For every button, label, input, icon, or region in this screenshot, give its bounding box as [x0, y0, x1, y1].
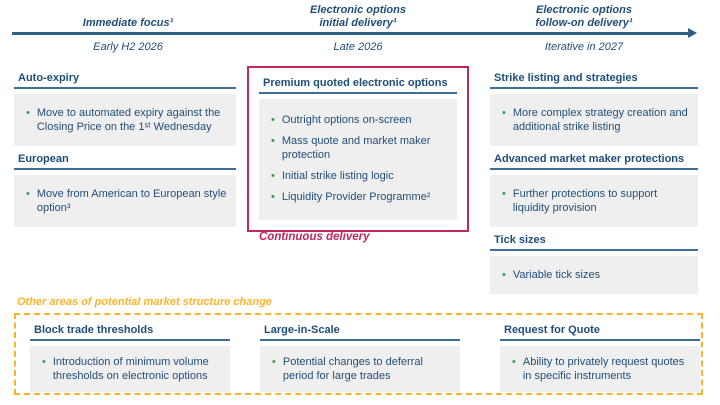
bullet-dot-icon: •: [26, 188, 30, 200]
section-request-for-quote: Request for Quote • Ability to privately…: [500, 324, 700, 392]
section-body: • Introduction of minimum volume thresho…: [30, 346, 230, 392]
column-immediate-focus: Auto-expiry • Move to automated expiry a…: [14, 72, 236, 234]
bullet-dot-icon: •: [271, 114, 275, 126]
bullet-dot-icon: •: [42, 356, 46, 368]
bullet-item: • Move from American to European style o…: [20, 187, 228, 215]
phase-date-early-h2-2026: Early H2 2026: [93, 41, 163, 53]
bullet-text: Further protections to support liquidity…: [512, 188, 658, 214]
section-body: • More complex strategy creation and add…: [490, 94, 698, 146]
section-auto-expiry: Auto-expiry • Move to automated expiry a…: [14, 72, 236, 146]
other-areas-title: Other areas of potential market structur…: [17, 296, 272, 308]
bullet-item: • Potential changes to deferral period f…: [266, 355, 454, 383]
bullet-text: Introduction of minimum volume threshold…: [52, 356, 209, 382]
bullet-item: • Further protections to support liquidi…: [496, 187, 690, 215]
section-body: • Outright options on-screen • Mass quot…: [259, 99, 457, 220]
column-follow-on-delivery: Strike listing and strategies • More com…: [490, 72, 698, 301]
bullet-text: Move from American to European style opt…: [36, 188, 227, 214]
bullet-text: More complex strategy creation and addit…: [512, 107, 688, 133]
bullet-item: • More complex strategy creation and add…: [496, 106, 690, 134]
bullet-item: • Liquidity Provider Programme²: [265, 190, 449, 204]
bullet-dot-icon: •: [502, 188, 506, 200]
section-body: • Further protections to support liquidi…: [490, 175, 698, 227]
bullet-item: • Ability to privately request quotes in…: [506, 355, 694, 383]
section-body: • Potential changes to deferral period f…: [260, 346, 460, 392]
phase-date-late-2026: Late 2026: [333, 41, 383, 53]
bullet-dot-icon: •: [26, 107, 30, 119]
phase-title-immediate-focus: Immediate focus¹: [82, 17, 174, 30]
bullet-item: • Variable tick sizes: [496, 268, 690, 282]
timeline-arrow: [12, 32, 689, 35]
other-areas-container: Block trade thresholds • Introduction of…: [14, 313, 703, 395]
section-european: European • Move from American to Europea…: [14, 153, 236, 227]
section-strike-listing: Strike listing and strategies • More com…: [490, 72, 698, 146]
section-block-trade-thresholds: Block trade thresholds • Introduction of…: [30, 324, 230, 392]
bullet-text: Move to automated expiry against the Clo…: [36, 107, 221, 133]
bullet-text: Mass quote and market maker protection: [281, 135, 431, 161]
bullet-dot-icon: •: [271, 170, 275, 182]
section-body: • Move from American to European style o…: [14, 175, 236, 227]
bullet-text: Outright options on-screen: [281, 114, 412, 126]
bullet-dot-icon: •: [512, 356, 516, 368]
bullet-item: • Move to automated expiry against the C…: [20, 106, 228, 134]
bullet-text: Ability to privately request quotes in s…: [522, 356, 685, 382]
bullet-item: • Initial strike listing logic: [265, 169, 449, 183]
bullet-dot-icon: •: [502, 107, 506, 119]
section-heading: Premium quoted electronic options: [259, 77, 457, 94]
section-heading: European: [14, 153, 236, 170]
bullet-dot-icon: •: [271, 191, 275, 203]
phase-title-initial-delivery: Electronic options initial delivery¹: [310, 4, 406, 30]
section-large-in-scale: Large-in-Scale • Potential changes to de…: [260, 324, 460, 392]
section-body: • Variable tick sizes: [490, 256, 698, 294]
section-tick-sizes: Tick sizes • Variable tick sizes: [490, 234, 698, 294]
bullet-item: • Introduction of minimum volume thresho…: [36, 355, 224, 383]
bullet-dot-icon: •: [502, 269, 506, 281]
bullet-dot-icon: •: [272, 356, 276, 368]
phase-date-iterative-2027: Iterative in 2027: [544, 41, 624, 53]
phase-title-follow-on-delivery: Electronic options follow-on delivery¹: [535, 4, 633, 30]
section-heading: Large-in-Scale: [260, 324, 460, 341]
continuous-delivery-label: Continuous delivery: [259, 231, 370, 243]
section-body: • Move to automated expiry against the C…: [14, 94, 236, 146]
section-heading: Strike listing and strategies: [490, 72, 698, 89]
section-heading: Request for Quote: [500, 324, 700, 341]
section-mm-protections: Advanced market maker protections • Furt…: [490, 153, 698, 227]
bullet-text: Variable tick sizes: [512, 269, 601, 281]
section-heading: Tick sizes: [490, 234, 698, 251]
section-heading: Advanced market maker protections: [490, 153, 698, 170]
bullet-dot-icon: •: [271, 135, 275, 147]
section-heading: Auto-expiry: [14, 72, 236, 89]
bullet-text: Liquidity Provider Programme²: [281, 191, 431, 203]
bullet-item: • Outright options on-screen: [265, 113, 449, 127]
bullet-text: Initial strike listing logic: [281, 170, 394, 182]
section-heading: Block trade thresholds: [30, 324, 230, 341]
section-body: • Ability to privately request quotes in…: [500, 346, 700, 392]
featured-box-premium-quoted-options: Premium quoted electronic options • Outr…: [247, 66, 469, 243]
bullet-item: • Mass quote and market maker protection: [265, 134, 449, 162]
timeline-arrowhead-icon: [688, 28, 697, 38]
bullet-text: Potential changes to deferral period for…: [282, 356, 423, 382]
